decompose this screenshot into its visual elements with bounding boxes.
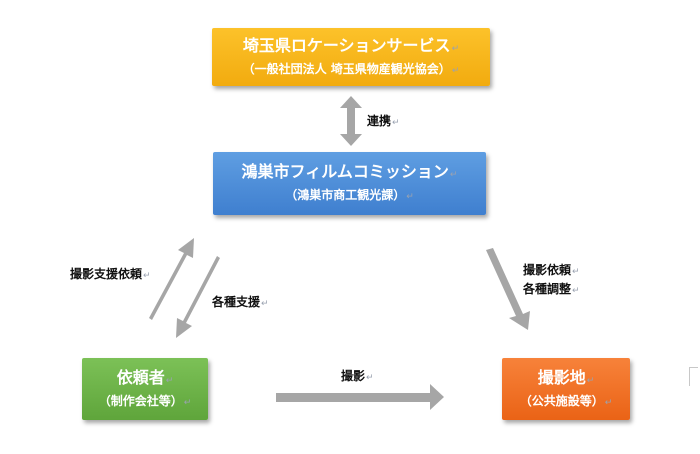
shoot-request-text: 撮影依頼 (523, 263, 572, 277)
support-label: 各種支援↵ (212, 294, 269, 313)
paragraph-mark-icon: ↵ (165, 375, 174, 386)
cooperation-arrow (340, 96, 362, 146)
kounosu-subtitle: （鴻巣市商工観光課） (285, 188, 406, 202)
paragraph-mark-icon: ↵ (449, 170, 458, 180)
shooting-text: 撮影 (341, 369, 366, 383)
support-request-label: 撮影支援依頼↵ (70, 266, 151, 285)
saitama-title: 埼玉県ロケーションサービス (242, 35, 451, 55)
paragraph-mark-icon: ↵ (572, 267, 580, 277)
location-subtitle: （公共施設等） (519, 393, 604, 408)
paragraph-mark-icon: ↵ (572, 286, 580, 296)
shoot-request-label: 撮影依頼↵ 各種調整↵ (523, 262, 580, 300)
location-title: 撮影地 (537, 367, 586, 387)
adjustment-text: 各種調整 (523, 282, 572, 296)
shooting-arrow (276, 384, 444, 410)
support-request-arrow (149, 238, 194, 320)
paragraph-mark-icon: ↵ (406, 192, 414, 202)
paragraph-mark-icon: ↵ (183, 397, 192, 408)
kounosu-film-commission-box: 鴻巣市フィルムコミッション↵ （鴻巣市商工観光課）↵ (213, 152, 486, 215)
paragraph-mark-icon: ↵ (366, 373, 374, 383)
kounosu-title: 鴻巣市フィルムコミッション (241, 162, 449, 181)
shooting-label: 撮影↵ (341, 368, 374, 387)
requester-box: 依頼者↵ （制作会社等）↵ (82, 358, 208, 420)
support-text: 各種支援 (212, 295, 261, 309)
requester-title: 依頼者 (116, 367, 165, 387)
paragraph-mark-icon: ↵ (143, 271, 151, 281)
cooperation-text: 連携 (367, 114, 392, 128)
location-box: 撮影地↵ （公共施設等）↵ (502, 358, 630, 420)
cooperation-label: 連携↵ (367, 113, 400, 132)
saitama-location-service-box: 埼玉県ロケーションサービス↵ （一般社団法人 埼玉県物産観光協会）↵ (212, 28, 490, 86)
saitama-subtitle: （一般社団法人 埼玉県物産観光協会） (242, 61, 451, 76)
paragraph-mark-icon: ↵ (586, 375, 595, 386)
paragraph-mark-icon: ↵ (451, 43, 460, 54)
requester-subtitle: （制作会社等） (98, 393, 183, 408)
page-corner-mark (689, 367, 698, 386)
paragraph-mark-icon: ↵ (451, 65, 460, 76)
support-request-text: 撮影支援依頼 (70, 267, 143, 281)
paragraph-mark-icon: ↵ (604, 397, 613, 408)
paragraph-mark-icon: ↵ (392, 118, 400, 128)
support-arrow (176, 256, 220, 338)
paragraph-mark-icon: ↵ (261, 299, 269, 309)
shoot-request-arrow (486, 248, 530, 330)
